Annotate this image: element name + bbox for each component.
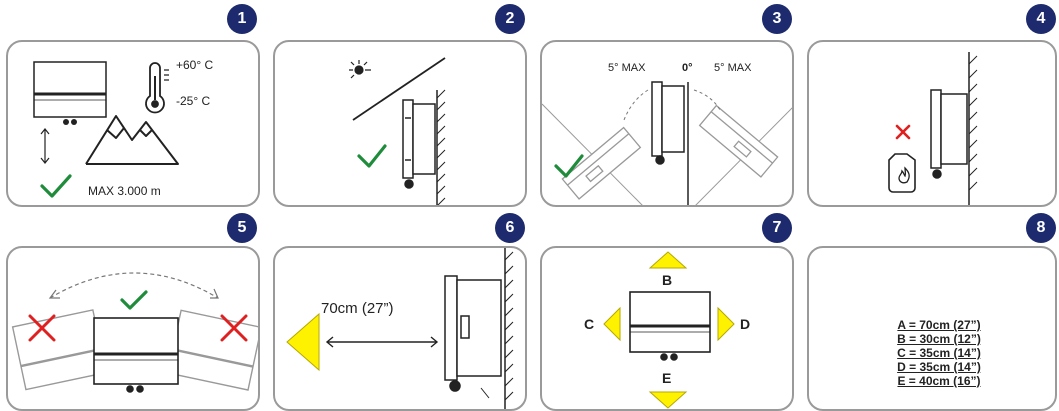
panel-step-7: B C D E (540, 246, 794, 411)
wall-hatch (504, 248, 514, 409)
height-arrow-icon (40, 128, 50, 164)
step-4-illustration (888, 52, 978, 205)
clearance-dimensions-list: A = 70cm (27”) B = 30cm (12”) C = 35cm (… (879, 318, 999, 388)
check-icon (40, 174, 72, 198)
clearance-top-label: B (662, 272, 673, 288)
warning-arrow-right (717, 306, 735, 342)
warning-arrow-down (648, 391, 688, 409)
panel-step-1: +60° C -25° C MAX 3.000 m (6, 40, 260, 207)
tilt-arc-right (693, 89, 721, 111)
dimension-e: E = 40cm (16”) (897, 374, 981, 388)
tilt-right-label: 5° MAX (714, 62, 752, 74)
cross-icon (895, 124, 911, 140)
inverter-vertical-icon (651, 81, 685, 165)
check-icon (120, 290, 148, 310)
step-6-illustration (286, 248, 514, 409)
cross-icon (28, 314, 56, 342)
step-3-illustration (542, 81, 792, 205)
dimension-c: C = 35cm (14”) (897, 346, 981, 360)
inverter-tilted-right-icon (166, 309, 258, 391)
panel-step-5 (6, 246, 260, 411)
panel-step-2 (273, 40, 527, 207)
warning-arrow-up (648, 251, 688, 269)
flammable-canister-icon (888, 153, 916, 193)
clearance-arrow (325, 336, 439, 348)
altitude-label: MAX 3.000 m (88, 184, 161, 198)
step-badge-5: 5 (227, 213, 257, 243)
tilt-center-label: 0° (682, 62, 693, 74)
warning-arrow-left (603, 306, 621, 342)
wall-hatch (436, 89, 446, 205)
thermometer-icon (145, 62, 169, 114)
dimension-a: A = 70cm (27”) (897, 318, 981, 332)
temp-max-label: +60° C (176, 58, 214, 72)
clearance-left-label: C (584, 316, 595, 332)
step-badge-8: 8 (1026, 213, 1056, 243)
tilt-left-label: 5° MAX (608, 62, 646, 74)
step-badge-2: 2 (495, 4, 525, 34)
step-1-illustration (33, 61, 179, 198)
inverter-front-icon (33, 61, 107, 125)
panel-step-3: 5° MAX 0° 5° MAX (540, 40, 794, 207)
wall-hatch (968, 52, 978, 205)
step-badge-3: 3 (762, 4, 792, 34)
inverter-front-icon (629, 291, 711, 361)
panel-step-6: 70cm (27”) (273, 246, 527, 411)
panel-step-8: A = 70cm (27”) B = 30cm (12”) C = 35cm (… (807, 246, 1057, 411)
inverter-tilted-left-icon (11, 309, 107, 391)
tilt-arc-left (623, 89, 649, 121)
sun-icon (349, 60, 371, 79)
step-badge-4: 4 (1026, 4, 1056, 34)
mountain-icon (85, 115, 179, 165)
panel-step-4 (807, 40, 1057, 207)
roof-overhang (352, 57, 446, 121)
clearance-label: 70cm (27”) (321, 300, 394, 317)
step-badge-1: 1 (227, 4, 257, 34)
warning-arrow-left (286, 312, 320, 372)
dimension-d: D = 35cm (14”) (897, 360, 981, 374)
step-badge-6: 6 (495, 213, 525, 243)
step-2-illustration (349, 57, 446, 205)
inverter-tilted-left-icon (561, 126, 642, 200)
step-7-illustration (603, 251, 735, 409)
dimension-b: B = 30cm (12”) (897, 332, 981, 346)
inverter-side-icon (930, 89, 968, 179)
rotation-arc (49, 272, 219, 299)
temp-min-label: -25° C (176, 94, 211, 108)
inverter-side-icon (444, 275, 502, 399)
check-icon (554, 154, 584, 178)
clearance-bottom-label: E (662, 370, 672, 386)
clearance-right-label: D (740, 316, 751, 332)
check-icon (357, 144, 387, 168)
cross-icon (220, 314, 248, 342)
inverter-side-icon (402, 99, 436, 189)
inverter-tilted-right-icon (698, 104, 779, 178)
step-badge-7: 7 (762, 213, 792, 243)
step-5-illustration (11, 272, 258, 393)
inverter-front-icon (93, 317, 179, 393)
